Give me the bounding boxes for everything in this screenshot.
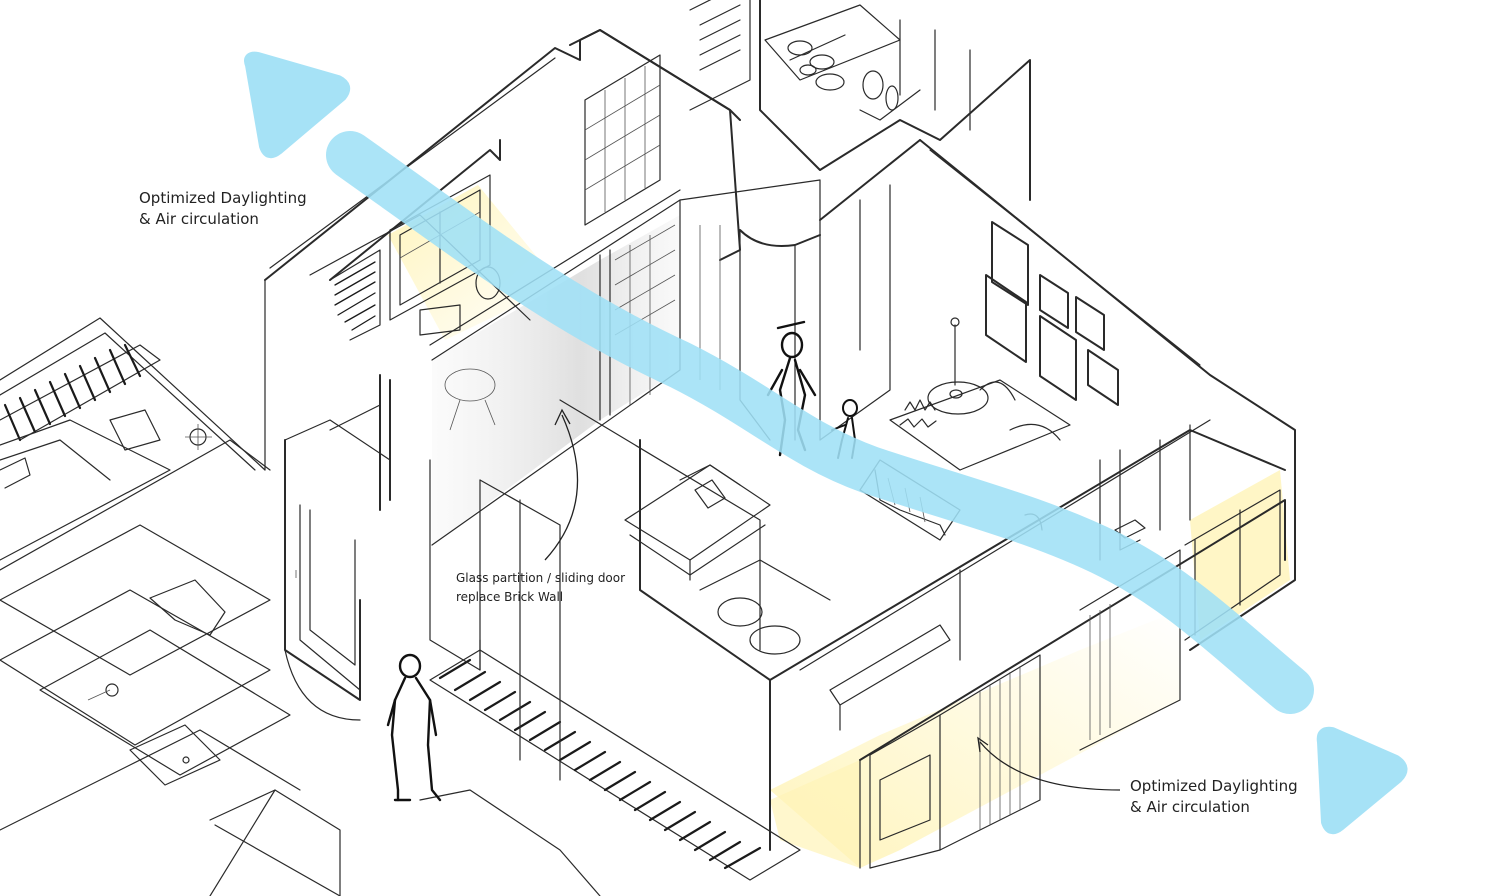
annotation-line-1: Optimized Daylighting	[139, 189, 307, 207]
leader-line-bottom-right	[979, 741, 1121, 791]
airflow-arrow-up-left	[244, 51, 351, 159]
annotation-line-2: & Air circulation	[1130, 798, 1250, 816]
leader-line-glass-partition	[544, 414, 579, 561]
annotation-glass-partition: Glass partition / sliding door replace B…	[456, 569, 625, 606]
patterned-tile-panel	[334, 261, 376, 331]
curtain-lines	[979, 604, 1111, 830]
leader-arrowhead-glass-partition	[554, 408, 571, 426]
annotation-daylighting-bottom-right: Optimized Daylighting & Air circulation	[1130, 776, 1298, 818]
wall-picture-frames	[985, 221, 1119, 406]
plant-on-counter	[899, 399, 937, 428]
airflow-band	[326, 131, 1314, 714]
left-unit	[0, 317, 341, 896]
left-louvre-hatch	[3, 343, 142, 442]
daylight-patch-bottom-window	[770, 610, 1180, 868]
airflow-arrow-down-right	[1316, 726, 1408, 835]
bottom-louvre-strip	[419, 649, 801, 896]
leader-arrowhead-bottom-right	[977, 736, 989, 753]
annotation-line-1: Glass partition / sliding door	[456, 571, 626, 585]
annotation-line-1: Optimized Daylighting	[1130, 777, 1298, 795]
sofa	[624, 464, 771, 581]
annotation-line-2: replace Brick Wall	[456, 589, 564, 604]
glass-partition-shading	[432, 215, 680, 545]
annotation-line-2: & Air circulation	[139, 210, 259, 228]
person-sketch-standing-left	[386, 653, 442, 802]
daylight-patch-bottom-floor	[770, 760, 860, 868]
airflow-path	[244, 51, 1408, 835]
annotation-daylighting-top-left: Optimized Daylighting & Air circulation	[139, 188, 307, 230]
